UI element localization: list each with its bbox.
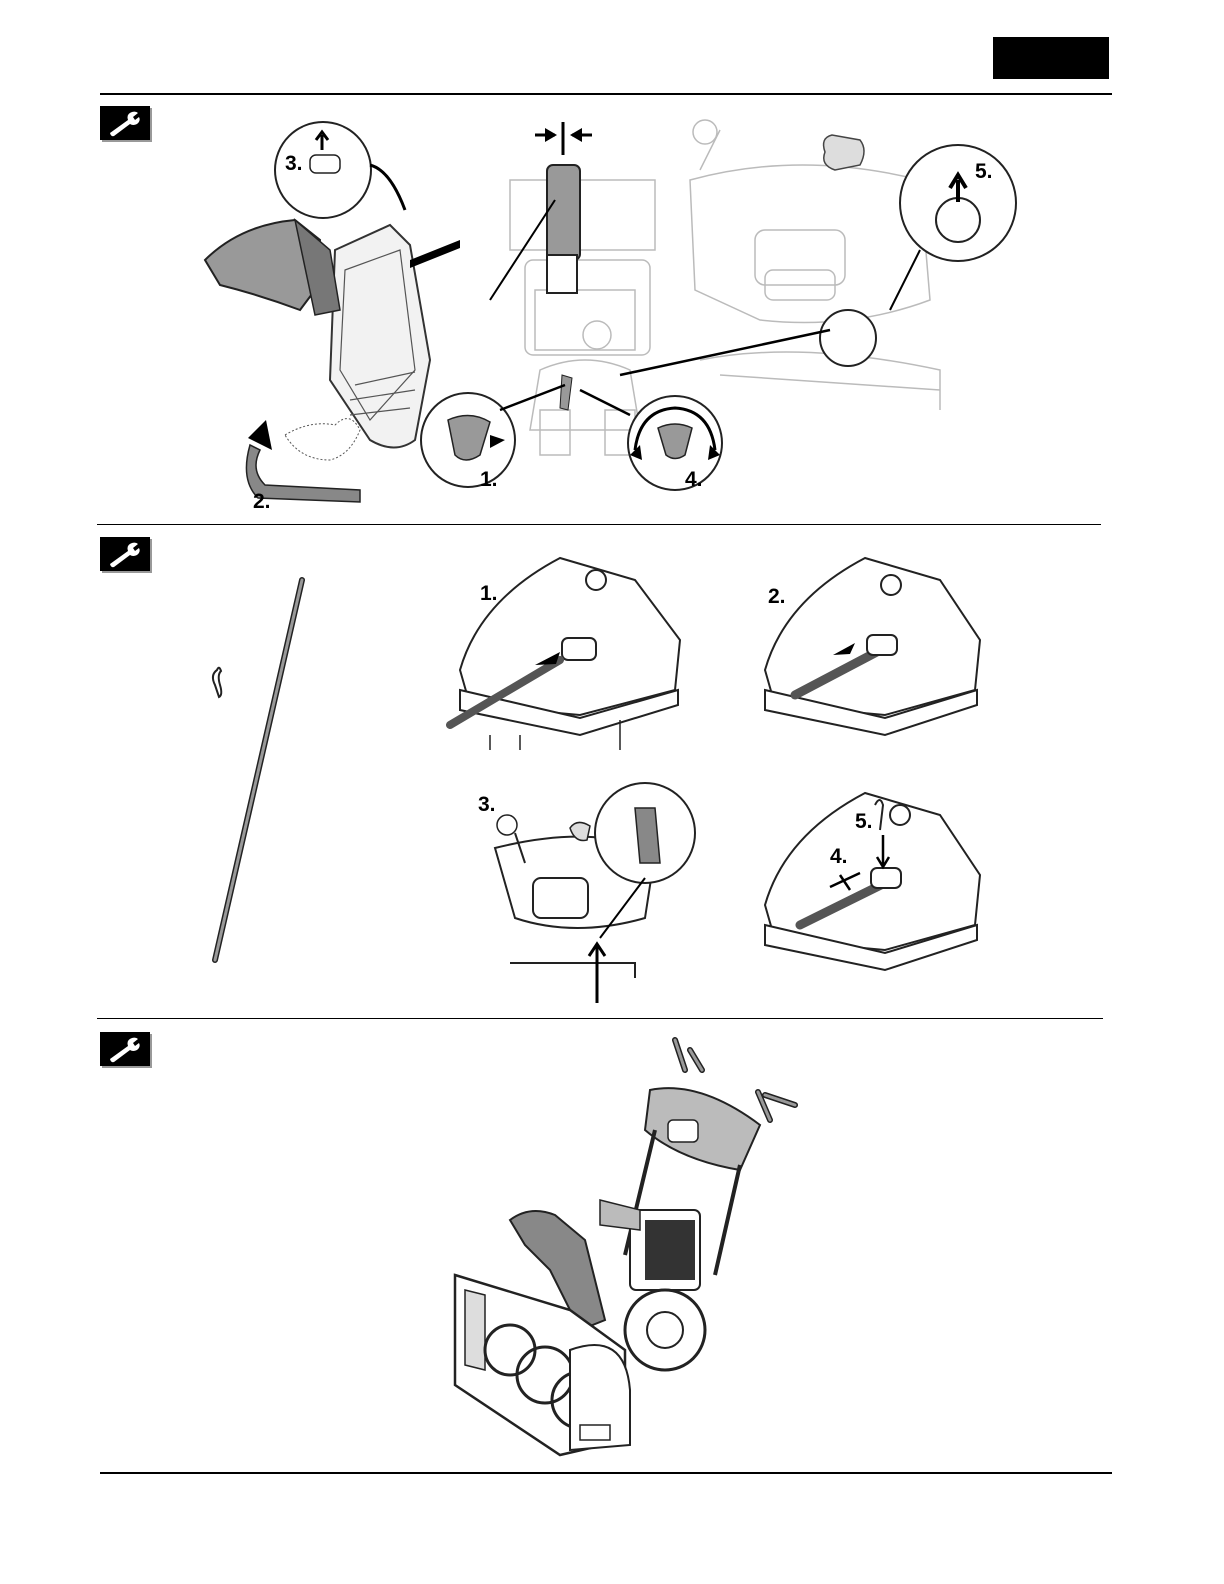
step45-gearbox-illustration: [755, 775, 985, 980]
footer-rule: [100, 1472, 1112, 1474]
step-label: 4.: [685, 468, 703, 492]
step1-gearbox-illustration: [450, 540, 690, 750]
section-divider-2: [97, 1018, 1103, 1019]
step-label: 5.: [975, 160, 993, 184]
snowblower-illustration: [440, 1030, 800, 1460]
wrench-icon: [100, 106, 152, 142]
section-divider-1: [97, 524, 1101, 525]
step-label: 1.: [480, 468, 498, 492]
step2-gearbox-illustration: [755, 540, 985, 750]
step-label: 2.: [253, 490, 271, 514]
header-tab: [993, 37, 1109, 79]
step-label: 1.: [480, 582, 498, 606]
step-label: 3.: [285, 152, 303, 176]
header-rule: [100, 93, 1112, 95]
step-label: 4.: [830, 845, 848, 869]
step-label: 5.: [855, 810, 873, 834]
rod-and-clip-illustration: [205, 575, 315, 970]
step-label: 2.: [768, 585, 786, 609]
wrench-icon: [100, 1032, 152, 1068]
chute-assembly-illustration: [200, 110, 1030, 520]
step3-console-illustration: [485, 768, 715, 1008]
step-label: 3.: [478, 793, 496, 817]
wrench-icon: [100, 537, 152, 573]
